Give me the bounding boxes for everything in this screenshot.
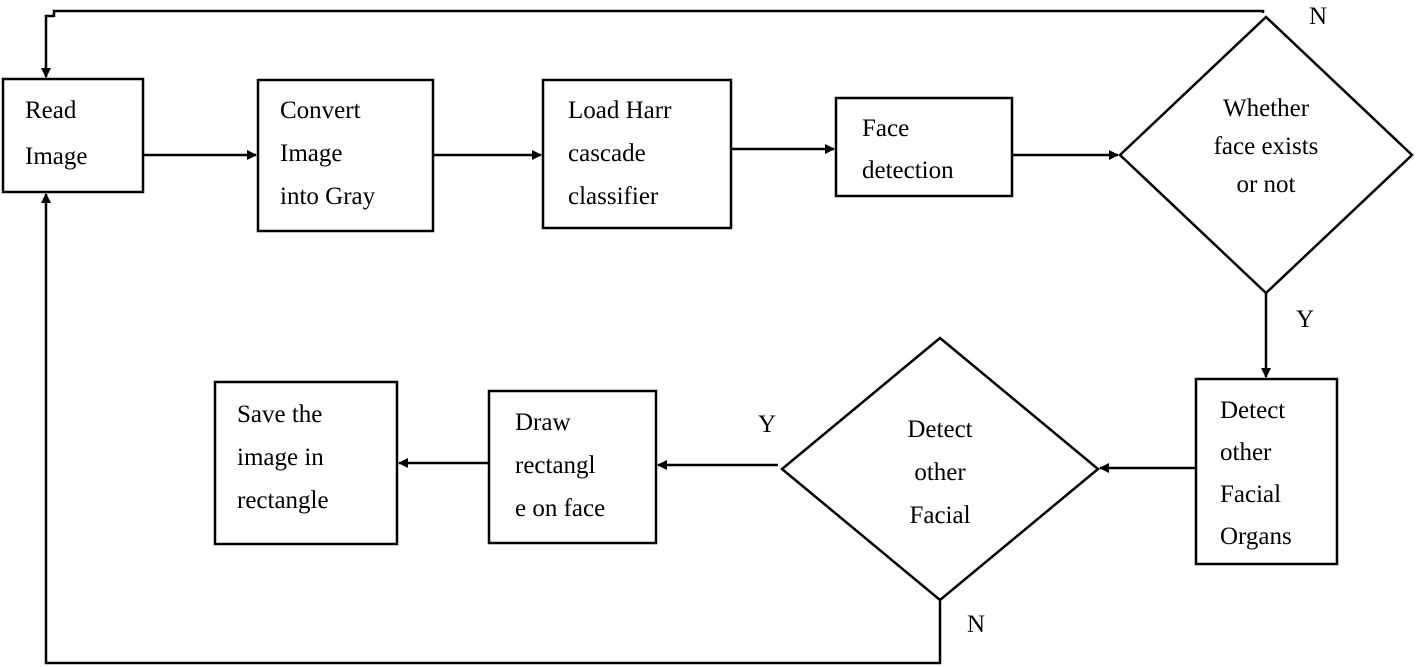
node-label-line: Image — [25, 143, 87, 170]
decision-diamond — [780, 336, 1100, 602]
node-label-line: Save the — [237, 401, 322, 428]
node-label-line: detection — [862, 157, 954, 184]
node-label-line: cascade — [568, 140, 646, 167]
edge-labels-layer: N Y Y N — [758, 3, 1327, 638]
node-load-cascade: Load Harr cascade classifier — [541, 78, 733, 230]
node-save-image: Save the image in rectangle — [213, 380, 399, 546]
node-label-line: rectangle — [237, 487, 329, 514]
node-label-line: Detect — [1220, 397, 1285, 424]
node-label-line: or not — [1236, 171, 1295, 198]
node-draw-rect: Draw rectangl e on face — [487, 389, 658, 545]
node-label-line: Convert — [280, 97, 361, 124]
node-label-line: Organs — [1220, 523, 1292, 550]
node-label-line: Draw — [515, 409, 571, 436]
node-label-line: into Gray — [280, 183, 376, 210]
process-box — [541, 78, 733, 230]
edge-detect-facial-to-read-image — [41, 193, 942, 665]
node-label-line: other — [1220, 439, 1272, 466]
edge-label: Y — [758, 411, 776, 438]
process-box — [834, 96, 1014, 198]
node-label-line: Load Harr — [568, 97, 672, 124]
edge-label: N — [967, 611, 985, 638]
process-box — [213, 380, 399, 546]
process-box — [256, 78, 435, 233]
node-label-line: Read — [25, 97, 77, 124]
process-box — [487, 389, 658, 545]
node-label-line: rectangl — [515, 452, 596, 479]
process-box — [1194, 377, 1339, 566]
node-label-line: other — [914, 459, 966, 486]
node-label-line: e on face — [515, 495, 605, 522]
node-face-detection: Face detection — [834, 96, 1014, 198]
node-face-exists: Whether face exists or not — [1118, 15, 1414, 295]
process-box — [1, 77, 145, 194]
edge-face-exists-to-read-image — [41, 9, 1265, 78]
node-label-line: face exists — [1214, 133, 1319, 160]
edge-label: Y — [1296, 306, 1314, 333]
node-label-line: image in — [237, 444, 324, 471]
edges-layer — [41, 9, 1271, 665]
decision-diamond — [1118, 15, 1414, 295]
node-label-line: classifier — [568, 183, 659, 210]
edge-label: N — [1309, 3, 1327, 30]
node-label-line: Detect — [907, 416, 972, 443]
node-label-line: Whether — [1223, 95, 1310, 122]
node-label-line: Face — [862, 115, 909, 142]
node-label-line: Facial — [1220, 481, 1281, 508]
node-label-line: Image — [280, 140, 342, 167]
node-label-line: Facial — [909, 502, 970, 529]
